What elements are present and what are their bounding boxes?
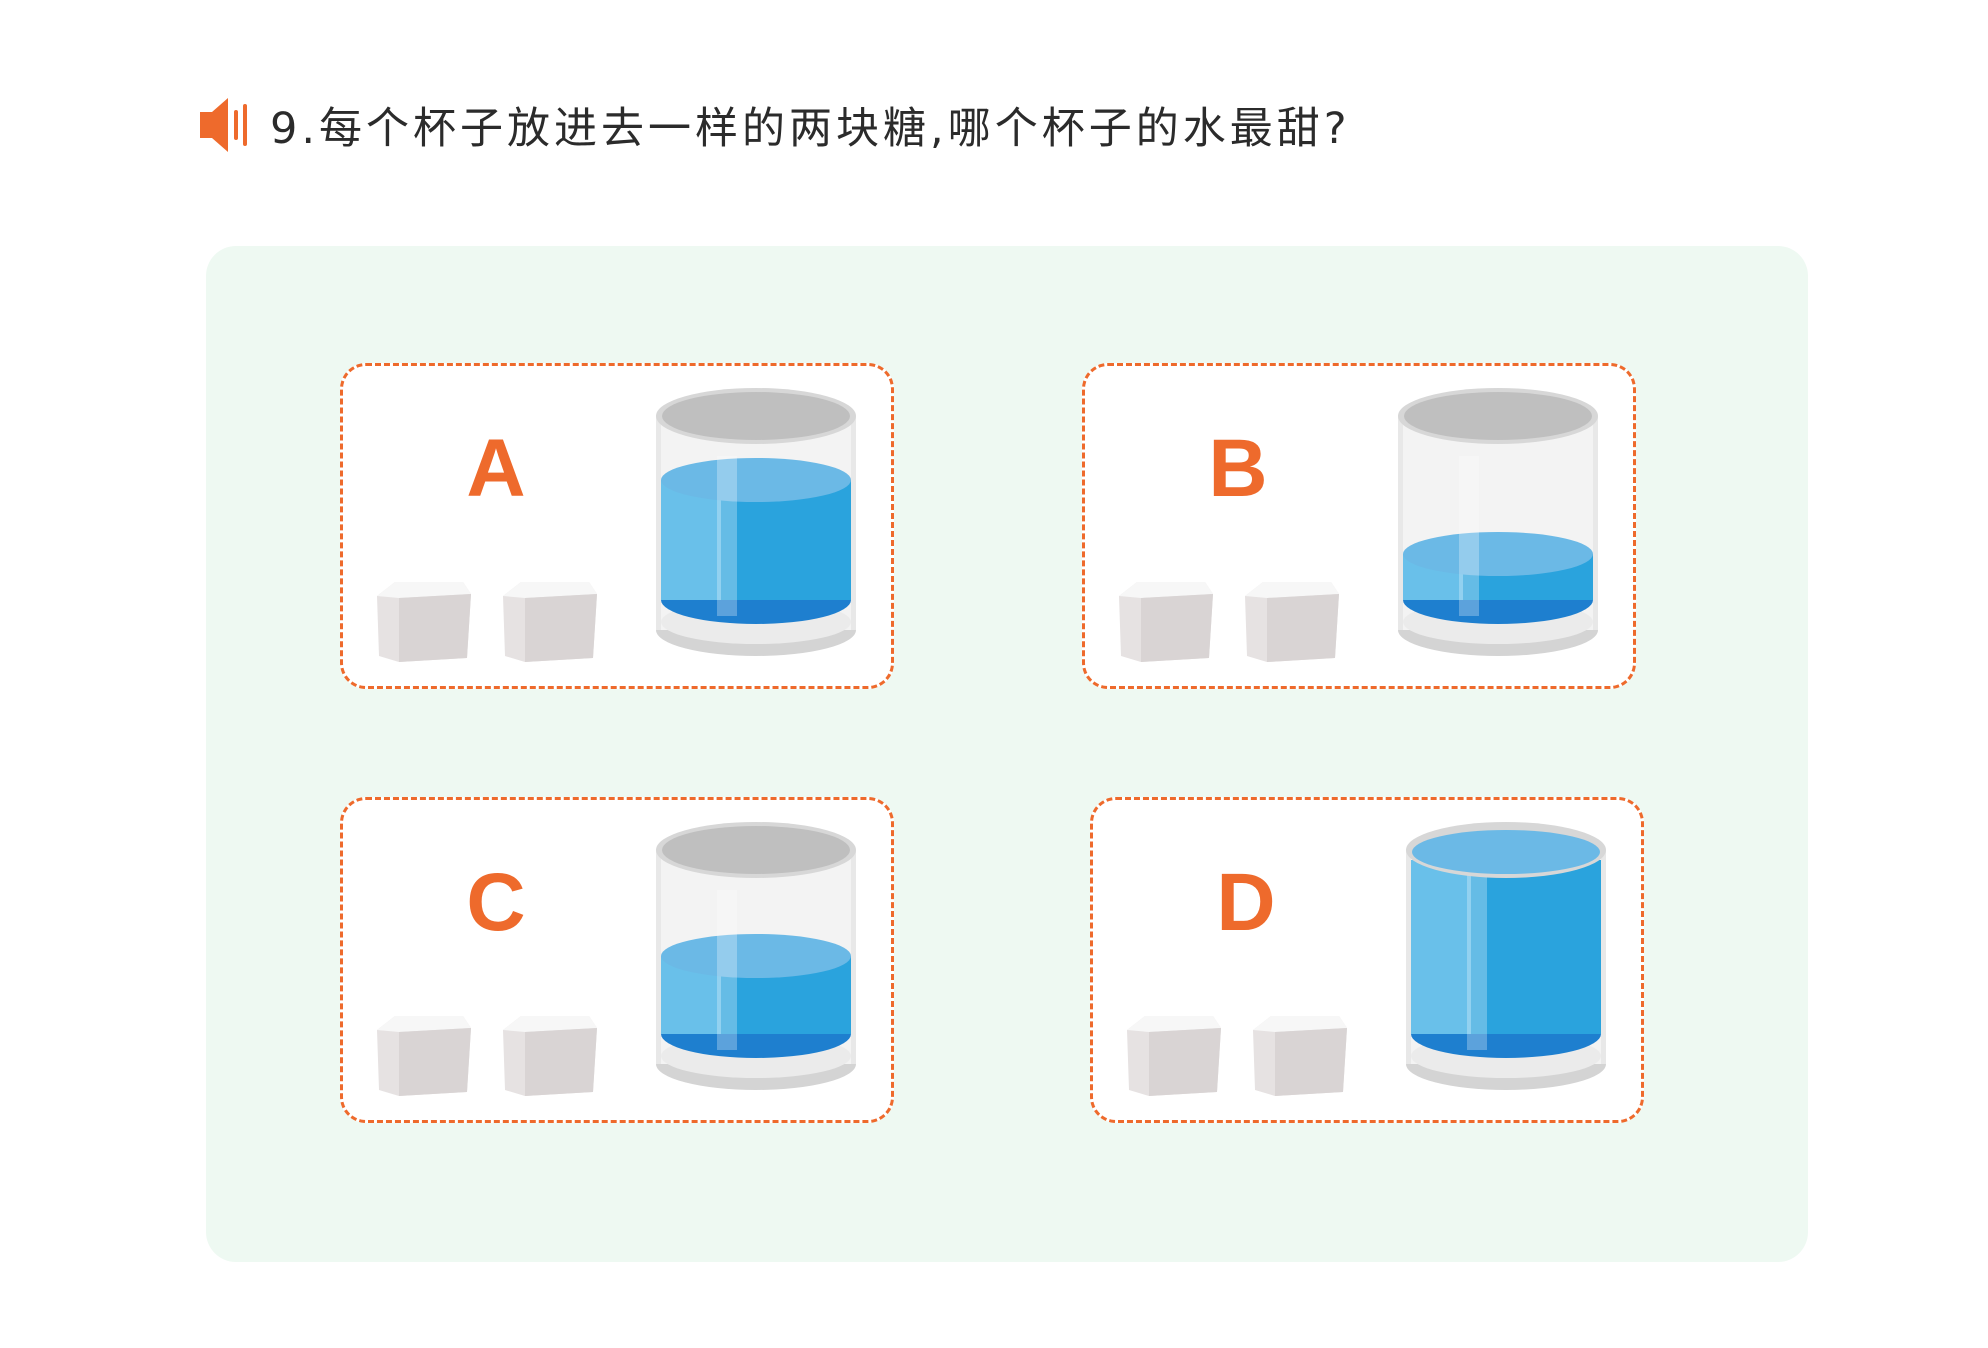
- options-panel: A: [206, 246, 1808, 1262]
- option-card-b[interactable]: B: [1082, 363, 1636, 689]
- option-label: A: [466, 423, 526, 514]
- sugar-cube-icon: [1245, 582, 1339, 662]
- sugar-cubes: [371, 574, 611, 670]
- sugar-cubes: [1113, 574, 1353, 670]
- sugar-cube-icon: [377, 582, 471, 662]
- speaker-icon[interactable]: [198, 94, 258, 156]
- option-card-c[interactable]: C: [340, 797, 894, 1123]
- water-cup: [651, 820, 861, 1110]
- option-card-a[interactable]: A: [340, 363, 894, 689]
- sugar-cube-icon: [1119, 582, 1213, 662]
- water-cup: [1401, 820, 1611, 1110]
- option-label: C: [466, 857, 526, 948]
- option-label: D: [1216, 857, 1276, 948]
- sugar-cube-icon: [1253, 1016, 1347, 1096]
- option-card-d[interactable]: D: [1090, 797, 1644, 1123]
- sugar-cubes: [371, 1008, 611, 1104]
- water-cup: [651, 386, 861, 676]
- option-label: B: [1208, 423, 1268, 514]
- question-text: 9.每个杯子放进去一样的两块糖,哪个杯子的水最甜?: [270, 104, 1351, 154]
- sugar-cube-icon: [503, 582, 597, 662]
- sugar-cube-icon: [503, 1016, 597, 1096]
- question-header: 9.每个杯子放进去一样的两块糖,哪个杯子的水最甜?: [198, 92, 1351, 158]
- sugar-cube-icon: [377, 1016, 471, 1096]
- sugar-cube-icon: [1127, 1016, 1221, 1096]
- sugar-cubes: [1121, 1008, 1361, 1104]
- water-cup: [1393, 386, 1603, 676]
